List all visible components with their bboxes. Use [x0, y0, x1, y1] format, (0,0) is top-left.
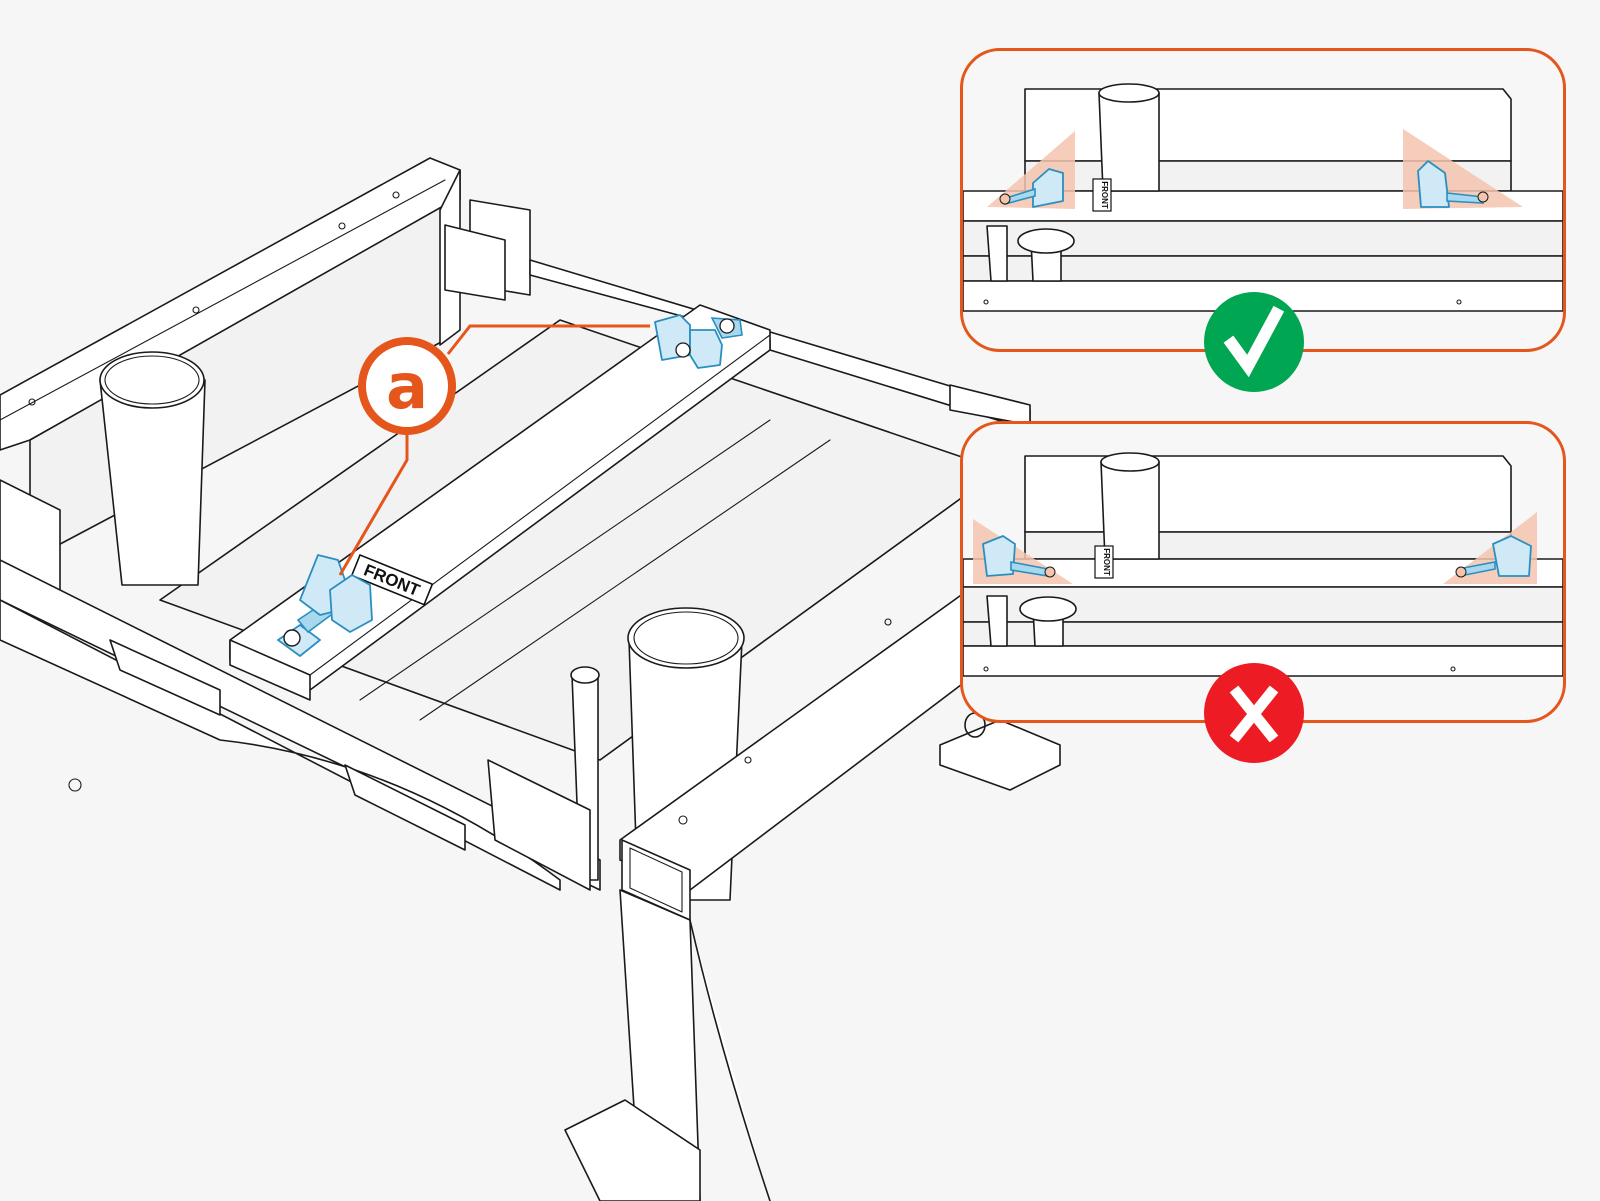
inset-incorrect-right-clip — [1443, 512, 1537, 584]
incorrect-badge — [1204, 663, 1304, 763]
x-mark-icon — [1204, 663, 1304, 763]
svg-text:FRONT: FRONT — [1102, 548, 1111, 576]
pipe-back-left — [99, 351, 206, 586]
left-front-rail — [0, 479, 601, 891]
inset-incorrect-front-label: FRONT — [1094, 545, 1114, 579]
fender-bracket — [487, 759, 591, 891]
front-leg — [564, 889, 771, 1201]
svg-text:FRONT: FRONT — [1100, 181, 1109, 209]
bracket-clip-front — [277, 554, 373, 657]
checkmark-icon — [1204, 292, 1304, 392]
inset-incorrect-left-clip — [973, 519, 1073, 584]
callout-leaders — [338, 324, 650, 576]
inset-correct: FRONT — [960, 48, 1566, 352]
back-right-corner — [439, 169, 531, 346]
bracket-clip-back — [654, 314, 743, 369]
leveling-foot — [939, 712, 1061, 791]
inset-correct-pipe — [986, 83, 1160, 282]
inset-correct-front-label: FRONT — [1092, 178, 1112, 212]
inset-incorrect: FRONT — [960, 421, 1566, 723]
callout-a: a — [358, 337, 456, 435]
inset-incorrect-pipe — [986, 452, 1160, 647]
correct-badge — [1204, 292, 1304, 392]
inset-correct-left-clip — [987, 131, 1075, 209]
svg-text:a: a — [386, 350, 428, 423]
inset-correct-right-clip — [1403, 129, 1523, 209]
